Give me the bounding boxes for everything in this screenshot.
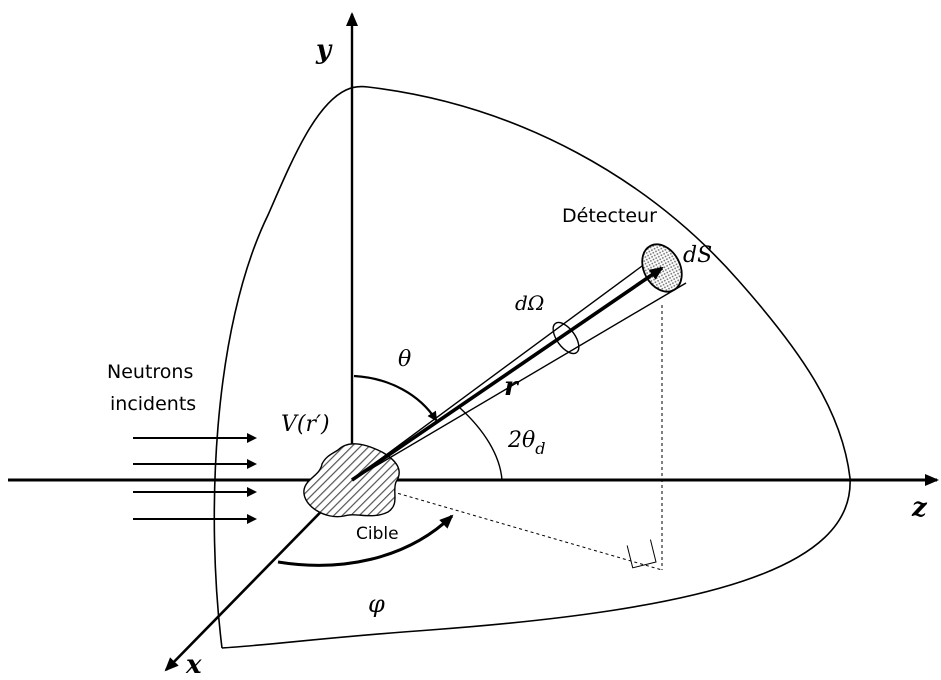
solid-angle-label: dΩ <box>515 291 544 315</box>
two-theta-arc <box>459 407 503 481</box>
solid-angle-ring <box>552 321 580 355</box>
cone-edge-lower <box>351 282 687 481</box>
r-vector <box>350 266 664 482</box>
axis-z-label: z <box>911 493 928 523</box>
theta-label: θ <box>398 347 411 372</box>
surface-label: dS <box>683 243 712 268</box>
sphere-outline <box>213 85 851 649</box>
cone-edge-upper <box>351 251 662 481</box>
target-label: Cible <box>356 524 399 544</box>
incident-neutron-arrows <box>133 433 257 524</box>
detector-label: Détecteur <box>562 205 657 227</box>
two-theta-subscript: d <box>535 439 545 458</box>
two-theta-label: 2θd <box>507 428 546 458</box>
phi-arc <box>277 514 454 567</box>
theta-arc <box>353 374 438 422</box>
neutrons-label-line2: incidents <box>110 393 196 415</box>
phi-label: φ <box>368 590 385 618</box>
r-vector-label: r <box>504 372 520 402</box>
neutrons-label-line1: Neutrons <box>107 361 193 383</box>
two-theta-main: 2θ <box>507 428 535 453</box>
axis-x-label: x <box>185 650 202 680</box>
right-angle-marker <box>626 539 657 569</box>
axis-y-label: y <box>315 35 333 65</box>
volume-label: V(r′) <box>281 412 330 437</box>
target-sample <box>303 443 400 518</box>
